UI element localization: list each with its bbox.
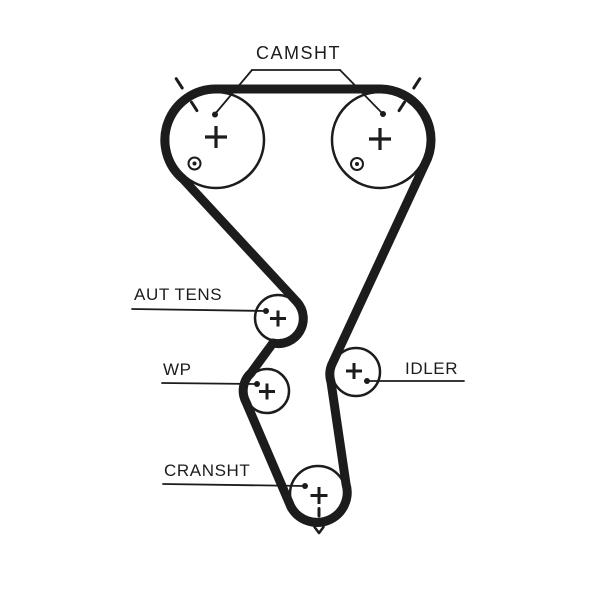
label-camshafts: CAMSHT [256, 43, 341, 63]
timing-tick [174, 77, 184, 90]
timing-belt [160, 84, 436, 527]
leader-dot [212, 111, 218, 118]
center-plus-mark [205, 126, 227, 148]
crank-vee-mark [313, 525, 325, 535]
label-water-pump: WP [163, 360, 192, 379]
center-plus-mark [310, 487, 328, 504]
center-plus-mark [346, 363, 362, 379]
label-idler: IDLER [405, 359, 459, 378]
cam-timing-dot-center [355, 162, 359, 166]
leader-dot [254, 381, 260, 387]
leader-dot [364, 378, 370, 384]
timing-tick [190, 100, 199, 113]
leader-dot [302, 483, 308, 489]
timing-tick [412, 77, 422, 90]
center-plus-mark [259, 383, 275, 400]
label-tensioner: AUT TENS [134, 285, 223, 304]
leader-dot [380, 111, 386, 117]
cam-timing-dot-center [192, 161, 197, 166]
center-plus-mark [369, 128, 391, 150]
leader-line [131, 308, 267, 312]
label-crankshaft: CRANSHT [164, 461, 251, 480]
center-plus-mark [270, 310, 286, 327]
leader-dot [263, 308, 269, 314]
timing-tick [397, 100, 406, 113]
